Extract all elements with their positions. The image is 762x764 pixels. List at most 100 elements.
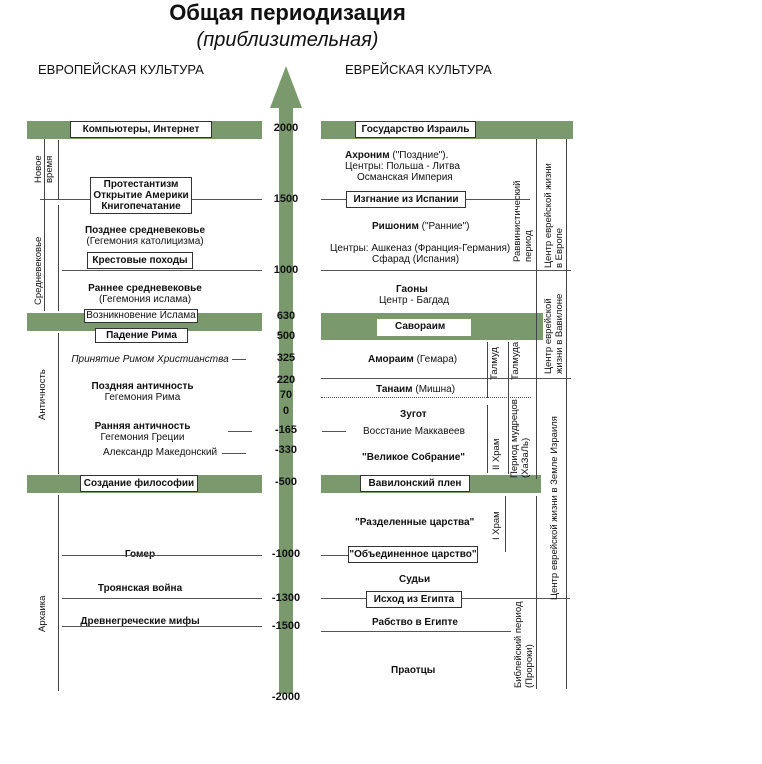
- year-label: 1500: [273, 193, 299, 205]
- left-line-325: [232, 359, 246, 360]
- islam-box: Возникновение Ислама: [84, 309, 198, 323]
- protestantism-box: Протестантизм Открытие Америки Книгопеча…: [90, 177, 192, 214]
- europe-line1: Центр еврейской жизни: [543, 163, 554, 268]
- biblical-period-label: Библейский период (Пророки): [513, 602, 535, 688]
- year-label: 2000: [273, 122, 299, 134]
- year-label: -330: [274, 444, 298, 456]
- acharonim-centers: Центры: Польша - Литва: [345, 161, 460, 172]
- sages-line1: Период мудрецов: [509, 399, 520, 478]
- israel-line: Центр еврейской жизни в Земле Израиля: [549, 416, 560, 600]
- temple1-line: I Храм: [491, 511, 502, 540]
- right-vline-e: [487, 405, 488, 473]
- geonim-center: Центр - Багдад: [379, 295, 450, 306]
- year-label: 220: [276, 374, 296, 386]
- rishonim-title: Ришоним: [372, 221, 419, 232]
- protestantism-line1: Протестантизм: [103, 179, 179, 190]
- right-line-1300: [321, 598, 366, 599]
- amoraim-title: Амораим: [368, 354, 414, 365]
- expulsion-box: Изгнание из Испании: [346, 191, 466, 208]
- year-label: -1500: [271, 620, 301, 632]
- acharonim-label: Ахроним ("Поздние").: [345, 150, 448, 161]
- right-line-70: [321, 397, 531, 398]
- period-new-label: Новое время: [33, 155, 55, 183]
- protestantism-line3: Книгопечатание: [101, 201, 181, 212]
- late-antiquity-sub: Гегемония Рима: [104, 392, 181, 403]
- right-line-1000: [321, 270, 571, 271]
- philosophy-box: Создание философии: [80, 475, 198, 492]
- protestantism-line2: Открытие Америки: [93, 190, 189, 201]
- period-antiquity-label: Античность: [37, 369, 48, 420]
- exodus-box: Исход из Египта: [366, 591, 462, 608]
- rabbinic-line1: Раввинистический: [512, 180, 523, 262]
- temple2-line: II Храм: [491, 438, 502, 470]
- babylon-center-label: Центр еврейской жизни в Вавилоне: [543, 294, 565, 374]
- united-kingdom-box: "Объединенное царство": [348, 546, 478, 563]
- year-label: -165: [274, 424, 298, 436]
- left-line-1500: [40, 199, 90, 200]
- timeline-arrow: [270, 66, 302, 694]
- tannaim-title: Танаим: [376, 384, 413, 395]
- geonim-label: Гаоны: [396, 284, 428, 295]
- left-vline-5: [58, 495, 59, 691]
- acharonim-note: ("Поздние").: [392, 150, 449, 161]
- right-vline-c: [487, 342, 488, 398]
- right-line-1500: [321, 199, 346, 200]
- left-line-165: [228, 431, 252, 432]
- great-assembly-label: "Великое Собрание": [362, 452, 466, 463]
- right-heading: ЕВРЕЙСКАЯ КУЛЬТУРА: [345, 62, 492, 77]
- right-vline-g: [536, 496, 537, 689]
- late-medieval-label: Позднее средневековье: [84, 225, 206, 236]
- left-line-330: [222, 453, 246, 454]
- left-line-1500bc: [62, 626, 262, 627]
- savoraim-box: Савораим: [377, 319, 471, 336]
- alexander-label: Александр Македонский: [102, 447, 218, 458]
- left-line-1300: [62, 598, 262, 599]
- rabbinic-line2: период: [523, 230, 534, 262]
- page-title: Общая периодизация: [169, 0, 406, 25]
- early-medieval-label: Раннее средневековье: [88, 283, 202, 294]
- rishonim-label: Ришоним ("Ранние"): [372, 221, 470, 232]
- page-subtitle: (приблизительная): [196, 29, 379, 51]
- left-heading: ЕВРОПЕЙСКАЯ КУЛЬТУРА: [38, 62, 204, 77]
- late-medieval-sub: (Гегемония католицизма): [86, 236, 204, 247]
- left-vline-4: [58, 333, 59, 474]
- rabbinic-period-label: Раввинистический период: [512, 181, 534, 262]
- left-line-1500b: [192, 199, 262, 200]
- left-vline-3: [58, 205, 59, 311]
- year-label: 70: [279, 389, 293, 401]
- troy-label: Троянская война: [97, 583, 183, 594]
- tannaim-note: (Мишна): [415, 384, 456, 395]
- left-vline-1: [44, 139, 45, 311]
- right-line-1300b: [462, 598, 570, 599]
- second-temple-label: II Храм: [491, 439, 502, 470]
- talmud-line1: Талмуд: [489, 347, 500, 380]
- rishonim-centers: Центры: Ашкеназ (Франция-Германия): [330, 243, 511, 254]
- right-vline-b: [566, 139, 567, 689]
- computers-box: Компьютеры, Интернет: [70, 121, 212, 138]
- right-line-220: [321, 378, 571, 379]
- rishonim-note: ("Ранние"): [421, 221, 470, 232]
- myths-label: Древнегреческие мифы: [80, 616, 200, 627]
- israel-center-label: Центр еврейской жизни в Земле Израиля: [549, 416, 560, 600]
- talmud-label: Талмуд: [489, 347, 500, 380]
- amoraim-note: (Гемара): [416, 354, 458, 365]
- acharonim-title: Ахроним: [345, 150, 390, 161]
- rishonim-centers2: Сфарад (Испания): [372, 254, 460, 265]
- slavery-label: Рабство в Египте: [372, 617, 458, 628]
- year-label: -2000: [271, 691, 301, 703]
- year-label: 325: [276, 352, 296, 364]
- right-vline-f: [505, 496, 506, 552]
- year-label: 0: [282, 405, 290, 417]
- europe-line2: в Европе: [554, 227, 565, 268]
- year-label: -1000: [271, 548, 301, 560]
- early-antiquity-sub: Гегемония Греции: [100, 432, 185, 443]
- sages-line2: (ХаЗаЛь): [520, 437, 531, 478]
- right-vline-a: [536, 139, 537, 479]
- early-antiquity-label: Ранняя античность: [94, 421, 191, 432]
- left-line-1000bc: [62, 555, 262, 556]
- homer-label: Гомер: [124, 549, 156, 560]
- israel-box: Государство Израиль: [355, 121, 476, 138]
- acharonim-centers2: Османская Империя: [357, 172, 453, 183]
- left-line-1000: [62, 270, 262, 271]
- christianity-label: Принятие Римом Христианства: [71, 354, 229, 365]
